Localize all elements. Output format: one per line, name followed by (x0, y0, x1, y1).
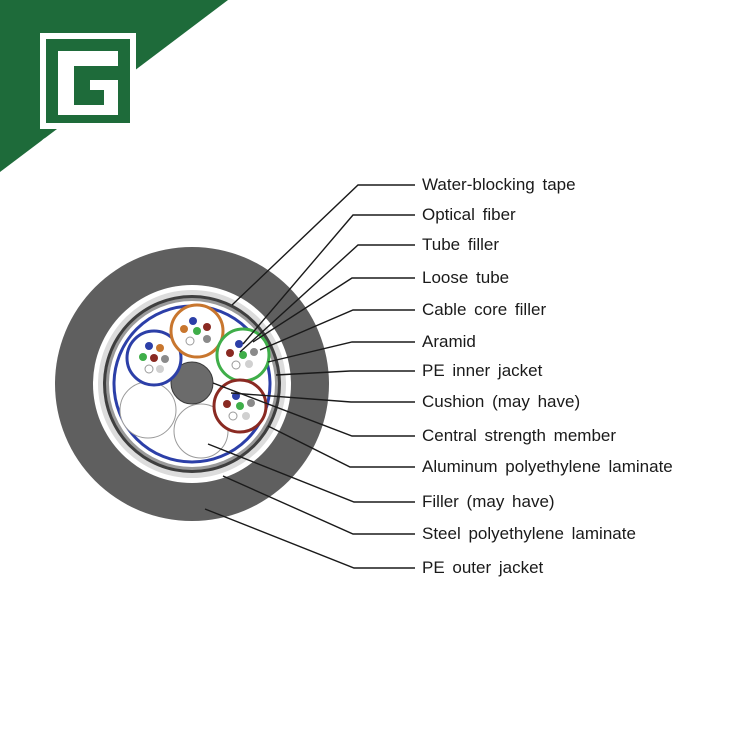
leader-steel-laminate (222, 475, 415, 535)
label-central-strength-member: Central strength member (422, 426, 617, 445)
leader-aramid (267, 341, 415, 363)
leader-loose-tube (252, 277, 415, 343)
brand-wordmark: Geteknet® (40, 133, 126, 159)
leader-lines (204, 184, 415, 569)
logo-icon (40, 33, 136, 129)
leader-water-blocking-tape (231, 184, 415, 306)
leader-optical-fiber (242, 214, 415, 345)
registered-mark: ® (121, 133, 127, 140)
loose-tube-orange (169, 303, 225, 359)
label-aramid: Aramid (422, 332, 476, 351)
leader-pe-outer-jacket (204, 508, 415, 569)
label-aluminum-polyethylene-laminate: Aluminum polyethylene laminate (422, 457, 673, 476)
leader-aluminum-laminate (267, 425, 415, 468)
leader-cushion (230, 392, 415, 403)
label-pe-outer-jacket: PE outer jacket (422, 558, 544, 577)
label-optical-fiber: Optical fiber (422, 205, 516, 224)
label-water-blocking-tape: Water-blocking tape (422, 175, 576, 194)
filler-bottom (173, 403, 229, 459)
leader-tube-filler (239, 244, 415, 353)
cable-cross-section (55, 247, 329, 521)
brand-name-suffix: net (102, 142, 121, 156)
label-cable-core-filler: Cable core filler (422, 300, 547, 319)
loose-tube-blue (125, 329, 183, 387)
filler-left (119, 381, 177, 439)
brand-name-main: Getek (40, 133, 102, 158)
leader-central-strength-member (212, 382, 415, 437)
label-steel-polyethylene-laminate: Steel polyethylene laminate (422, 524, 636, 543)
label-cushion: Cushion (may have) (422, 392, 581, 411)
leader-pe-inner-jacket (275, 370, 415, 376)
leader-filler (207, 443, 415, 503)
label-tube-filler: Tube filler (422, 235, 500, 254)
label-filler: Filler (may have) (422, 492, 555, 511)
leader-cable-core-filler (259, 309, 415, 351)
loose-tube-red (212, 378, 268, 434)
label-pe-inner-jacket: PE inner jacket (422, 361, 543, 380)
label-loose-tube: Loose tube (422, 268, 510, 287)
